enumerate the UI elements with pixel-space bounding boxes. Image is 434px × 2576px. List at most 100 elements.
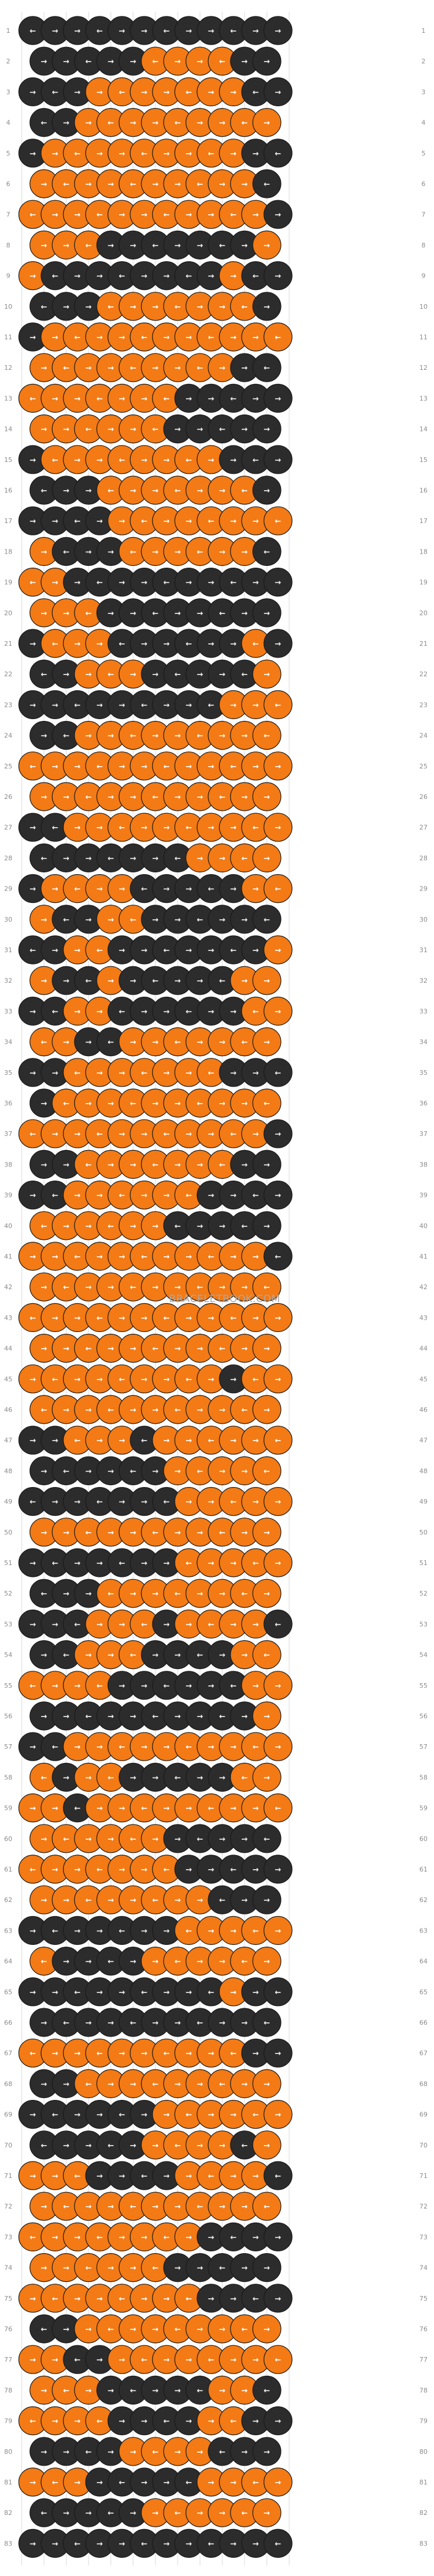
knot-direction-arrow-icon: → (175, 2448, 181, 2457)
knot: → (40, 2038, 70, 2068)
knot-direction-arrow-icon: → (130, 2325, 137, 2334)
knot-direction-arrow-icon: → (141, 1314, 148, 1323)
knot-direction-arrow-icon: → (97, 2479, 103, 2487)
knot-direction-arrow-icon: ← (119, 1559, 126, 1568)
row-number-right: 54 (419, 1651, 428, 1659)
knot: ← (263, 690, 293, 720)
knot-direction-arrow-icon: ← (30, 2049, 36, 2058)
knot-direction-arrow-icon: → (197, 2080, 204, 2089)
knot-direction-arrow-icon: ← (164, 211, 170, 220)
knot-direction-arrow-icon: → (230, 1927, 237, 1936)
knot: → (96, 2008, 126, 2037)
knot-direction-arrow-icon: → (208, 1314, 215, 1323)
knot-direction-arrow-icon: → (119, 946, 126, 955)
row-number-left: 21 (4, 640, 12, 648)
knot-direction-arrow-icon: → (275, 1927, 282, 1936)
knot-direction-arrow-icon: ← (86, 793, 92, 802)
knot-direction-arrow-icon: ← (141, 1253, 148, 1262)
knot-direction-arrow-icon: ← (86, 1712, 92, 1721)
knot-direction-arrow-icon: ← (253, 272, 259, 281)
knot-direction-arrow-icon: → (52, 2356, 59, 2365)
knot-direction-arrow-icon: → (230, 640, 237, 649)
knot-direction-arrow-icon: → (63, 2448, 70, 2457)
row-number-left: 27 (4, 824, 12, 831)
knot: → (107, 1487, 137, 1516)
knot-direction-arrow-icon: → (242, 977, 248, 986)
knot: → (85, 2528, 114, 2558)
knot: → (74, 2498, 103, 2527)
knot-direction-arrow-icon: ← (208, 2540, 215, 2548)
knot-direction-arrow-icon: ← (74, 1805, 81, 1813)
knot-direction-arrow-icon: ← (219, 1896, 226, 1905)
knot-direction-arrow-icon: → (108, 2203, 114, 2211)
knot-direction-arrow-icon: → (63, 2080, 70, 2089)
knot-direction-arrow-icon: ← (186, 2479, 192, 2487)
knot-direction-arrow-icon: ← (208, 1805, 215, 1813)
knot-direction-arrow-icon: → (130, 1161, 137, 1169)
knot-direction-arrow-icon: → (253, 2049, 259, 2058)
knot-direction-arrow-icon: → (63, 670, 70, 679)
row-number-left: 80 (4, 2448, 12, 2456)
knot-direction-arrow-icon: → (219, 1467, 226, 1476)
knot: → (263, 1303, 293, 1332)
row-number-left: 30 (4, 916, 12, 923)
knot: → (263, 383, 293, 413)
knot-direction-arrow-icon: → (141, 1743, 148, 1752)
knot-direction-arrow-icon: → (253, 1437, 259, 1445)
knot-direction-arrow-icon: → (130, 241, 137, 250)
knot-direction-arrow-icon: ← (141, 1069, 148, 1078)
knot-direction-arrow-icon: ← (30, 211, 36, 220)
knot: → (263, 1548, 293, 1577)
knot-direction-arrow-icon: ← (219, 1712, 226, 1721)
row-number-right: 9 (422, 272, 426, 280)
knot: ← (152, 1487, 181, 1516)
knot-direction-arrow-icon: ← (130, 1835, 137, 1844)
knot-direction-arrow-icon: → (74, 1866, 81, 1874)
knot-direction-arrow-icon: → (30, 88, 36, 97)
row-number-left: 78 (4, 2386, 12, 2394)
knot-direction-arrow-icon: ← (208, 1069, 215, 1078)
knot: → (263, 2467, 293, 2497)
row-number-left: 40 (4, 1222, 12, 1230)
knot-direction-arrow-icon: ← (108, 1773, 114, 1782)
knot-direction-arrow-icon: → (186, 946, 192, 955)
knot-direction-arrow-icon: → (186, 579, 192, 588)
knot-direction-arrow-icon: ← (97, 763, 103, 771)
knot: → (152, 1916, 181, 1945)
row-number-left: 4 (6, 119, 11, 127)
row-number-left: 25 (4, 763, 12, 770)
knot-direction-arrow-icon: → (219, 916, 226, 925)
knot-direction-arrow-icon: → (208, 2111, 215, 2120)
knot: → (52, 292, 81, 321)
knot-direction-arrow-icon: → (152, 364, 159, 373)
knot-direction-arrow-icon: → (30, 2479, 36, 2487)
knot-direction-arrow-icon: ← (230, 2233, 237, 2242)
knot-direction-arrow-icon: ← (30, 946, 36, 955)
knot: → (96, 2253, 126, 2282)
row-number-right: 13 (419, 395, 428, 402)
knot-direction-arrow-icon: → (219, 119, 226, 128)
knot-direction-arrow-icon: ← (108, 1039, 114, 1047)
knot-direction-arrow-icon: ← (141, 1988, 148, 1997)
knot-direction-arrow-icon: → (275, 1866, 282, 1874)
knot: ← (118, 905, 148, 934)
knot-direction-arrow-icon: ← (186, 456, 192, 465)
knot-direction-arrow-icon: → (74, 1743, 81, 1752)
knot-direction-arrow-icon: → (119, 1866, 126, 1874)
knot-direction-arrow-icon: → (108, 1712, 114, 1721)
knot-direction-arrow-icon: → (141, 1682, 148, 1691)
row-number-left: 22 (4, 670, 12, 678)
knot-direction-arrow-icon: ← (219, 1345, 226, 1354)
knot-direction-arrow-icon: → (119, 1069, 126, 1078)
knot: → (263, 1732, 293, 1761)
knot-direction-arrow-icon: ← (175, 303, 181, 312)
knot: → (74, 2375, 103, 2405)
knot: ← (163, 292, 192, 321)
knot: → (252, 598, 282, 628)
knot-direction-arrow-icon: ← (253, 88, 259, 97)
knot-direction-arrow-icon: ← (141, 2356, 148, 2365)
knot-direction-arrow-icon: → (242, 426, 248, 434)
knot-direction-arrow-icon: → (41, 2019, 48, 2028)
knot: → (174, 16, 204, 45)
knot-direction-arrow-icon: → (164, 272, 170, 281)
